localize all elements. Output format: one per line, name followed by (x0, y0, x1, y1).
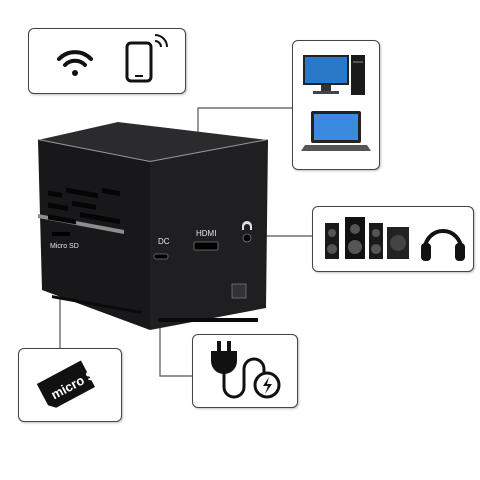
microsd-port-label: Micro SD (50, 243, 79, 250)
projector-cube: Micro SD DC HDMI (37, 122, 269, 330)
headphone-jack-icon (242, 221, 252, 230)
cube-left-face (38, 140, 150, 330)
dc-port-label: DC (158, 237, 170, 246)
display-callout (292, 40, 380, 170)
storage-callout: micro SD (18, 348, 122, 422)
laptop-icon (301, 111, 371, 151)
power-button (231, 283, 247, 299)
power-callout (192, 334, 298, 408)
microsd-card-icon: micro SD (36, 360, 106, 408)
cube-vents (48, 187, 120, 225)
wireless-callout (28, 28, 186, 94)
audio-port (242, 233, 252, 243)
hdmi-port (193, 241, 219, 251)
speaker-system-icon (325, 217, 409, 259)
cube-top-face (38, 122, 268, 162)
microsd-slot (52, 232, 70, 236)
cube-front-face (150, 140, 268, 330)
hdmi-port-label: HDMI (196, 229, 216, 238)
dc-port (153, 253, 169, 260)
wifi-icon (57, 50, 93, 76)
smartphone-icon (125, 34, 168, 83)
cube-bottom-vents (52, 295, 258, 322)
desktop-computer-icon (303, 55, 365, 95)
power-plug-icon (211, 341, 281, 399)
headphones-icon (421, 229, 465, 261)
audio-callout (312, 206, 474, 272)
